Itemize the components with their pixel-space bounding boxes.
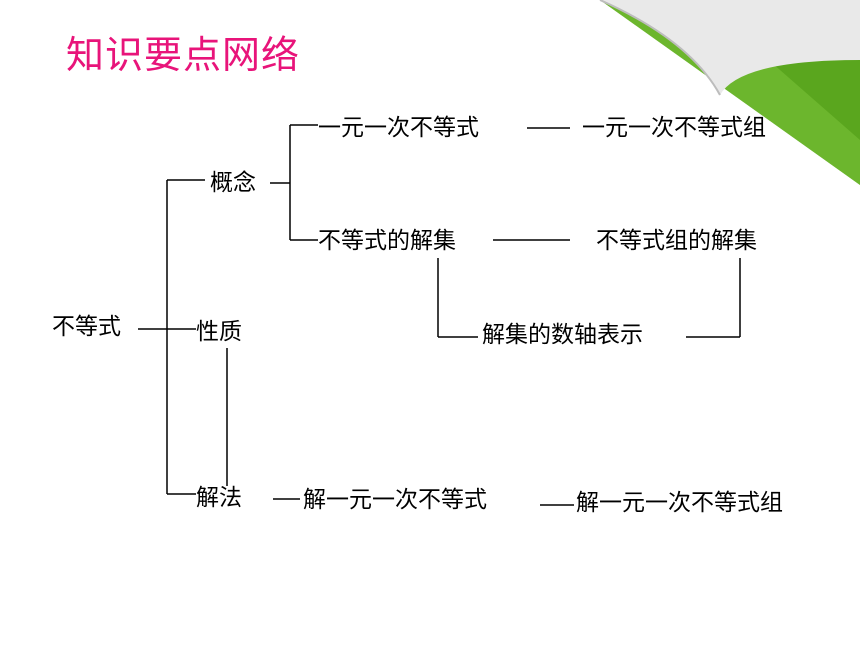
node-method: 解法 bbox=[196, 485, 242, 511]
page-title: 知识要点网络 bbox=[66, 33, 301, 77]
corner-curl bbox=[600, 0, 860, 95]
node-number-line: 解集的数轴表示 bbox=[482, 322, 643, 348]
corner-green-highlight bbox=[600, 0, 860, 185]
node-linear-inequality: 一元一次不等式 bbox=[318, 115, 479, 141]
node-inequality: 不等式 bbox=[52, 314, 121, 340]
node-concept: 概念 bbox=[210, 170, 256, 196]
node-solve-linear-inequality: 解一元一次不等式 bbox=[303, 487, 487, 513]
corner-curl-edge bbox=[599, 0, 721, 96]
node-solution-set: 不等式的解集 bbox=[318, 228, 456, 254]
node-linear-inequality-system: 一元一次不等式组 bbox=[582, 115, 766, 141]
node-property: 性质 bbox=[196, 319, 242, 345]
node-system-solution-set: 不等式组的解集 bbox=[596, 228, 757, 254]
node-solve-linear-inequality-system: 解一元一次不等式组 bbox=[576, 490, 783, 516]
